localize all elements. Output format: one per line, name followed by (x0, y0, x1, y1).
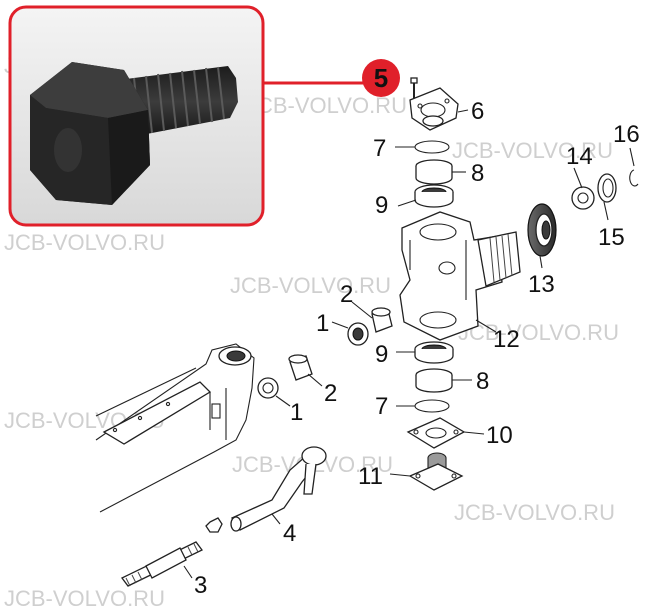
hex-bolt-photo (8, 5, 265, 227)
part-number-2: 2 (340, 281, 353, 308)
part-number-6: 6 (471, 98, 484, 125)
part-number-1-lower: 1 (290, 399, 303, 426)
leader-lines (183, 109, 635, 579)
part-15-washer (597, 173, 617, 203)
part-number-15: 15 (598, 224, 625, 251)
part-5-bolt (410, 77, 418, 100)
watermark-text: JCB-VOLVO.RU (230, 273, 391, 298)
part-6-cap (409, 87, 459, 131)
part-number-12: 12 (493, 326, 520, 353)
red-circle-badge (362, 59, 400, 97)
part-number-8: 8 (471, 160, 484, 187)
watermark-text: JCB-VOLVO.RU (458, 320, 619, 345)
part-7-oring-lower (414, 399, 450, 413)
watermark-text: JCB-VOLVO.RU (4, 230, 165, 255)
part-number-9-lower: 9 (375, 341, 388, 368)
part-number-8-lower: 8 (476, 368, 489, 395)
part-1-seal-upper (347, 322, 369, 346)
part-2-bush-upper (371, 307, 393, 333)
part-9-bearing-lower (414, 341, 454, 364)
watermark-text: JCB-VOLVO.RU (454, 500, 615, 525)
part-16-snapring (629, 169, 639, 187)
part-1-seal-lower (257, 377, 279, 399)
part-11-pincap (408, 452, 464, 491)
watermark-text: JCB-VOLVO.RU (4, 586, 165, 611)
part-3-rod-end (121, 541, 203, 587)
part-9-bearing (414, 184, 454, 208)
part-2-bush-lower (288, 354, 313, 381)
part-number-9: 9 (375, 192, 388, 219)
part-number-7-lower: 7 (375, 393, 388, 420)
part-number-14: 14 (566, 143, 593, 170)
part-number-1: 1 (316, 310, 329, 337)
part-labels: 6 7 8 9 14 16 15 13 2 1 12 9 8 2 1 7 10 … (194, 98, 640, 599)
part-12-knuckle (399, 211, 521, 341)
part-14-washer (571, 186, 595, 210)
part-13-bearing (527, 203, 557, 257)
part-7-oring (414, 140, 450, 154)
part-4-tie-rod (230, 446, 327, 532)
part-number-4: 4 (283, 520, 296, 547)
part-8-ring-lower (415, 368, 453, 393)
highlight-badge: 5 (362, 59, 400, 97)
watermark-text: JCB-VOLVO.RU (246, 93, 407, 118)
part-8-ring (415, 159, 453, 185)
nut (205, 517, 223, 533)
part-number-16: 16 (613, 121, 640, 148)
axle-beam (95, 343, 255, 513)
part-number-3: 3 (194, 572, 207, 599)
part-number-11: 11 (358, 463, 383, 490)
part-10-plate (406, 417, 466, 449)
part-number-13: 13 (528, 271, 555, 298)
part-number-7: 7 (373, 135, 386, 162)
part-number-10: 10 (486, 422, 513, 449)
part-number-2-lower: 2 (324, 380, 337, 407)
watermark-text: JCB-VOLVO.RU (452, 138, 613, 163)
part-number-5: 5 (374, 63, 388, 93)
